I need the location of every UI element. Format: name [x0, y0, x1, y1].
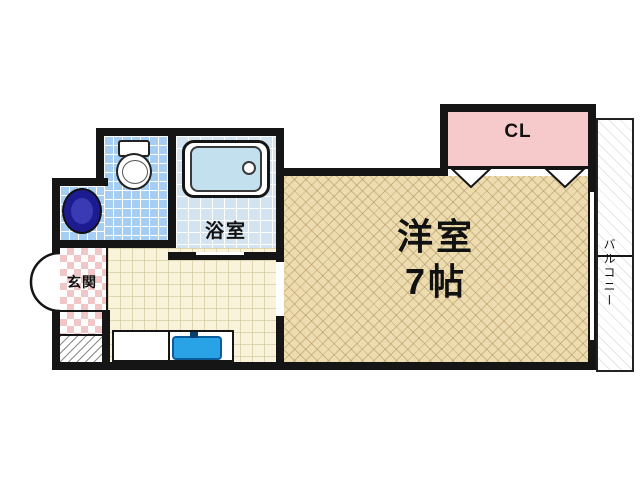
wall-bath-top: [172, 128, 284, 136]
wall-cl-left: [440, 104, 448, 176]
approach-porch: [60, 336, 102, 362]
main-room-label: 洋室 7帖: [284, 214, 588, 304]
kitchen-sink-icon: [172, 336, 222, 360]
wall-porch-side: [102, 312, 110, 370]
wash-basin-bowl: [71, 198, 93, 224]
main-room-size: 7帖: [404, 261, 468, 302]
wall-main-top: [276, 168, 448, 176]
balcony-window-gap: [590, 192, 594, 340]
wall-bath-right: [276, 128, 284, 260]
wall-bottom: [52, 362, 596, 370]
closet-room: [448, 112, 588, 168]
entrance-floor: [60, 248, 106, 312]
bath-door-line: [196, 255, 244, 257]
kitchen-counter: [112, 330, 234, 362]
entrance-step-line: [106, 248, 108, 312]
bathroom-label: 浴室: [204, 221, 247, 242]
counter-divider-line: [168, 332, 170, 360]
wall-toilet-bottom: [52, 240, 176, 248]
bathtub-drain-icon: [242, 161, 256, 175]
balcony-label: バルコニー: [602, 238, 616, 308]
main-room-door-gap: [276, 262, 284, 316]
kitchen-faucet-icon: [190, 332, 198, 338]
entrance-lower-step: [60, 312, 102, 336]
closet-label: CL: [504, 121, 532, 142]
main-room: [284, 176, 588, 362]
entrance-lower-line: [52, 310, 110, 312]
toilet-bowl-icon: [116, 153, 152, 190]
toilet-seat-line: [122, 160, 148, 184]
balcony-area: [596, 118, 634, 372]
wash-basin-icon: [62, 188, 102, 234]
wall-cl-top: [440, 104, 596, 112]
entrance-label: 玄関: [67, 274, 97, 290]
wall-toilet-bath-divider: [168, 128, 176, 248]
porch-step-line: [60, 334, 102, 336]
cl-door-track-line: [448, 166, 588, 169]
main-room-name: 洋室: [396, 216, 475, 257]
wall-toilet-top: [96, 128, 180, 136]
bath-door-gap: [196, 252, 244, 255]
wall-alcove-top: [52, 178, 108, 186]
wall-toilet-left: [96, 128, 104, 186]
wall-cl-right: [588, 104, 596, 176]
bathtub-water: [190, 146, 262, 192]
